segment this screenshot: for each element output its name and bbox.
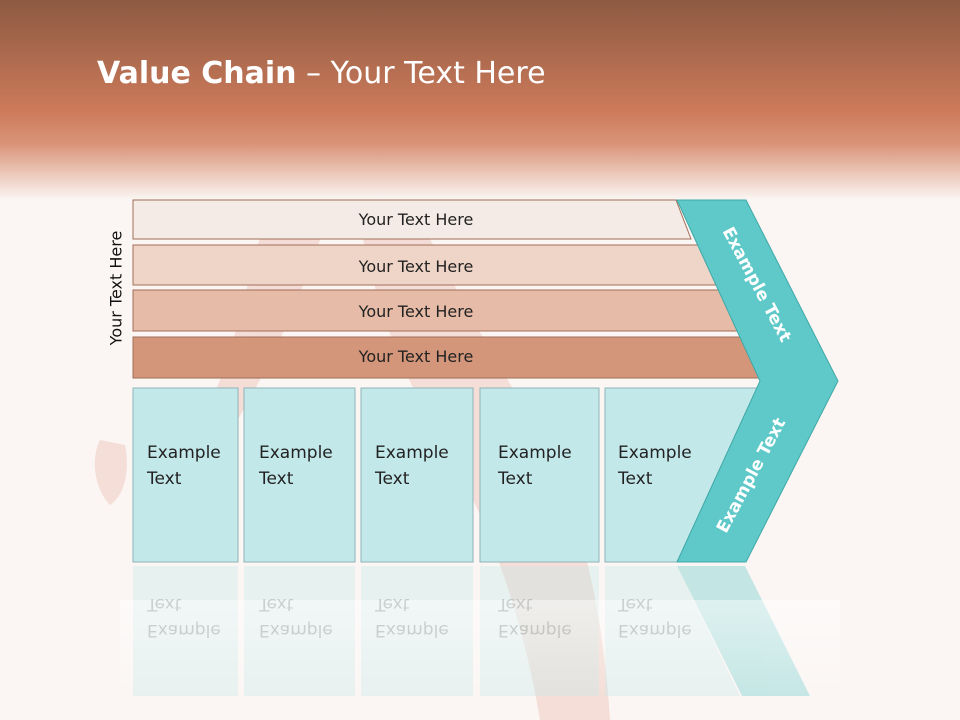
box-1-text: Example Text — [133, 388, 237, 562]
band-2-label: Your Text Here — [358, 257, 474, 276]
box-5-line1: Example — [618, 443, 692, 463]
box-3-line1: Example — [375, 443, 449, 463]
box-1-line1: Example — [147, 443, 221, 463]
box-3-text: Example Text — [361, 388, 465, 562]
box-4-text: Example Text — [484, 388, 588, 562]
margin-chevron — [676, 199, 839, 563]
activity-box-1 — [132, 387, 239, 563]
box-2-line1: Example — [259, 443, 333, 463]
title-bold: Value Chain — [97, 56, 297, 91]
activity-box-3 — [360, 387, 474, 563]
activity-box-4 — [479, 387, 600, 563]
box-2-text: Example Text — [245, 388, 349, 562]
box-3-line2: Text — [375, 469, 410, 489]
activity-box-2 — [243, 387, 356, 563]
band-4-label: Your Text Here — [358, 347, 474, 366]
box-4-line2: Text — [498, 469, 533, 489]
box-1-line2: Text — [147, 469, 182, 489]
title-rest: – Your Text Here — [296, 56, 546, 91]
box-5-text: Example Text — [604, 388, 708, 562]
band-1-label: Your Text Here — [358, 210, 474, 229]
band-3-label: Your Text Here — [358, 302, 474, 321]
slide-title: Value Chain – Your Text Here — [97, 56, 546, 91]
box-5-line2: Text — [618, 469, 653, 489]
box-2-line2: Text — [259, 469, 294, 489]
band-1 — [132, 199, 692, 240]
box-4-line1: Example — [498, 443, 572, 463]
